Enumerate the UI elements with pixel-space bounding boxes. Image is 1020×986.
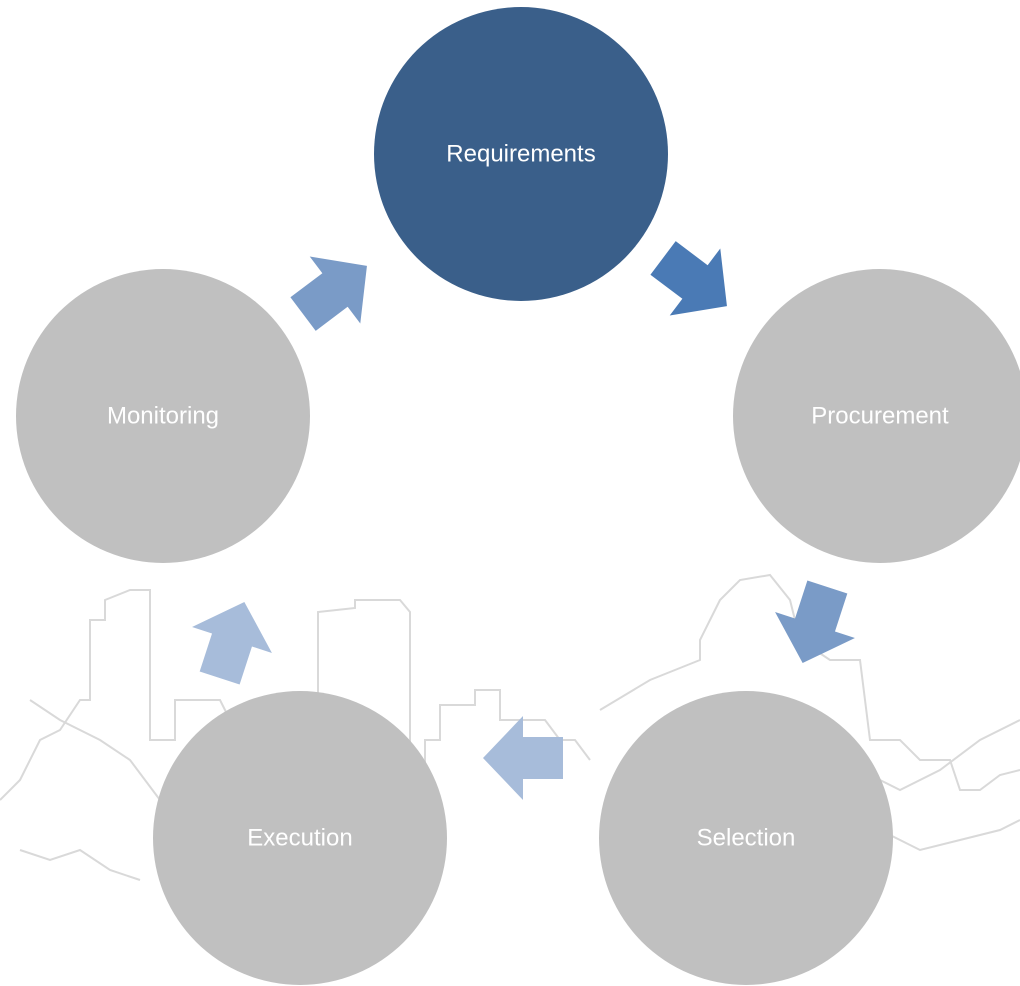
node-label-monitoring: Monitoring <box>107 403 219 430</box>
arrow-up-right-icon <box>290 256 367 331</box>
node-circle-execution <box>153 691 447 985</box>
arrow-right-down-icon <box>650 241 727 316</box>
arrow-up-icon <box>192 601 272 685</box>
node-circle-procurement <box>733 269 1020 563</box>
node-label-procurement: Procurement <box>811 403 949 430</box>
node-requirements: Requirements <box>374 7 668 301</box>
node-selection: Selection <box>599 691 893 985</box>
node-label-requirements: Requirements <box>446 141 595 168</box>
node-label-execution: Execution <box>247 825 352 852</box>
node-label-selection: Selection <box>697 825 796 852</box>
node-circle-requirements <box>374 7 668 301</box>
cycle-arrows <box>192 241 855 800</box>
arrow-down-icon <box>775 580 855 664</box>
arrow-left-icon <box>483 716 563 800</box>
node-procurement: Procurement <box>733 269 1020 563</box>
node-circle-monitoring <box>16 269 310 563</box>
node-circle-selection <box>599 691 893 985</box>
node-execution: Execution <box>153 691 447 985</box>
node-monitoring: Monitoring <box>16 269 310 563</box>
